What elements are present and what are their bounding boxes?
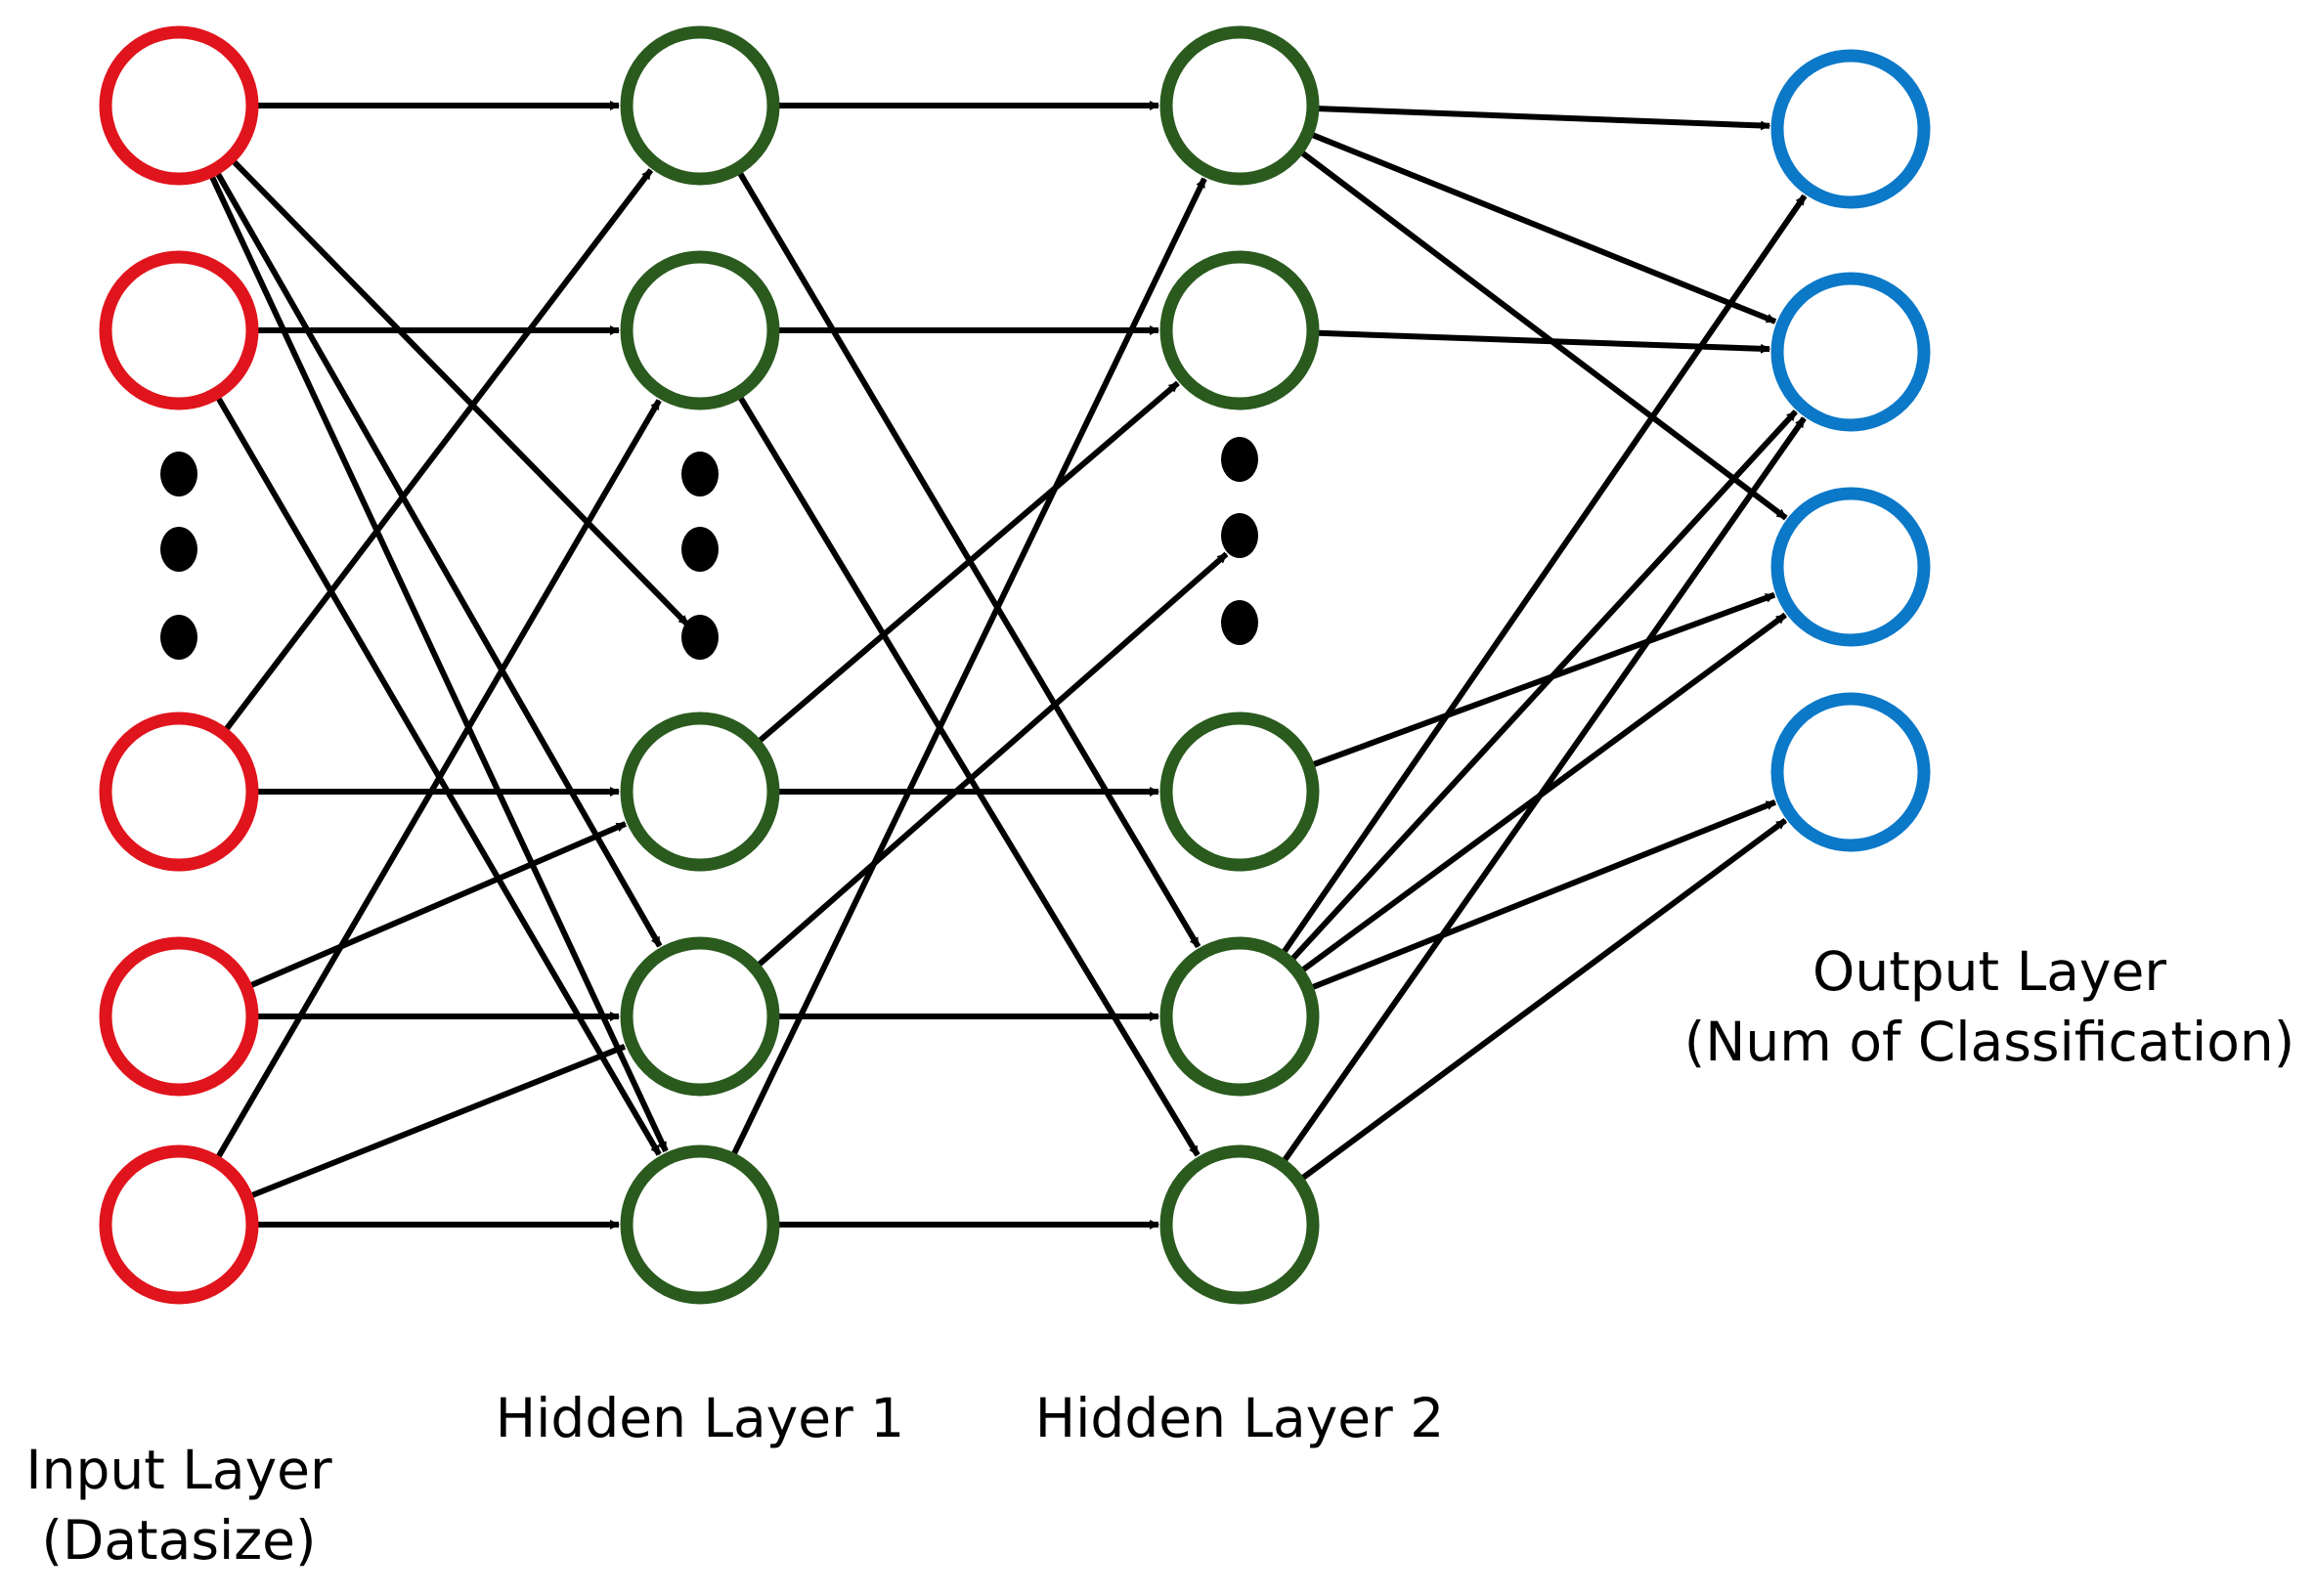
output-node-out0 (1770, 49, 1931, 209)
hidden-1-node-h1_3 (620, 936, 780, 1097)
edge-h2_1-to-out1 (1318, 329, 1771, 354)
hidden-2-node-h2_2 (1159, 712, 1320, 872)
hidden-2-ellipsis-dot-2 (1221, 600, 1258, 645)
input-node-in5 (99, 1144, 259, 1305)
neuron-nodes (99, 25, 1931, 1305)
edge-h1_2-to-h2_1 (758, 380, 1180, 743)
output-node-out2 (1770, 487, 1931, 647)
output-node-out1 (1770, 272, 1931, 432)
hidden-layer-1-label: Hidden Layer 1 (496, 1383, 904, 1453)
input-node-in4 (99, 936, 259, 1097)
hidden-2-node-h2_1 (1159, 250, 1320, 410)
edge-in3-to-h1_0 (224, 168, 654, 731)
edge-in4-to-h1_2 (250, 821, 627, 988)
hidden-2-ellipsis-dot-0 (1221, 437, 1258, 482)
hidden-1-node-h1_1 (620, 250, 780, 410)
edge-in0-to-h1_3 (215, 172, 663, 948)
hidden-1-node-h1_2 (620, 712, 780, 872)
edge-h2_3-to-out3 (1312, 799, 1777, 990)
ellipsis-dots (160, 437, 1258, 660)
input-node-in3 (99, 712, 259, 872)
edge-h2_3-to-out0 (1282, 194, 1808, 954)
output-layer-label: Output Layer (Num of Classification) (1684, 936, 2294, 1077)
input-layer-title: Input Layer (25, 1439, 332, 1501)
hidden-layer-2-label: Hidden Layer 2 (1035, 1383, 1444, 1453)
edge-h1_3-to-dots_h2 (757, 551, 1229, 967)
edge-h1_4-to-h2_0 (731, 177, 1207, 1155)
edge-h2_2-to-out2 (1312, 591, 1776, 767)
edge-in0-to-dots_h1 (232, 159, 690, 627)
output-layer-title: Output Layer (1812, 940, 2166, 1003)
input-ellipsis-dot-0 (160, 452, 197, 496)
hidden-2-ellipsis-dot-1 (1221, 513, 1258, 558)
hidden-1-node-h1_0 (620, 25, 780, 186)
input-layer-subtitle: (Datasize) (41, 1509, 317, 1572)
hidden-layer-1-title: Hidden Layer 1 (495, 1387, 905, 1449)
input-ellipsis-dot-2 (160, 615, 197, 660)
hidden-layer-2-title: Hidden Layer 2 (1034, 1387, 1445, 1449)
input-ellipsis-dot-1 (160, 527, 197, 572)
hidden-1-ellipsis-dot-1 (681, 527, 719, 572)
hidden-1-ellipsis-dot-0 (681, 452, 719, 496)
edge-h2_3-to-out1 (1290, 410, 1799, 961)
edge-h2_4-to-out3 (1301, 817, 1788, 1181)
input-layer-label: Input Layer (Datasize) (25, 1435, 331, 1575)
hidden-2-node-h2_3 (1159, 936, 1320, 1097)
edge-h2_0-to-out0 (1318, 106, 1771, 131)
hidden-1-node-h1_4 (620, 1144, 780, 1305)
output-node-out3 (1770, 692, 1931, 852)
edge-h2_4-to-out1 (1282, 416, 1807, 1162)
edge-in5-to-h1_3 (251, 1044, 627, 1198)
hidden-2-node-h2_0 (1159, 25, 1320, 186)
edge-h2_0-to-out1 (1311, 132, 1777, 324)
connection-edges (209, 101, 1808, 1229)
input-node-in1 (99, 250, 259, 410)
edge-in0-to-h1_4 (209, 176, 669, 1153)
edge-h2_0-to-out2 (1300, 151, 1788, 521)
input-node-in0 (99, 25, 259, 186)
hidden-1-ellipsis-dot-2 (681, 615, 719, 660)
output-layer-subtitle: (Num of Classification) (1683, 1011, 2295, 1073)
edge-in5-to-h1_1 (216, 399, 662, 1158)
hidden-2-node-h2_4 (1159, 1144, 1320, 1305)
